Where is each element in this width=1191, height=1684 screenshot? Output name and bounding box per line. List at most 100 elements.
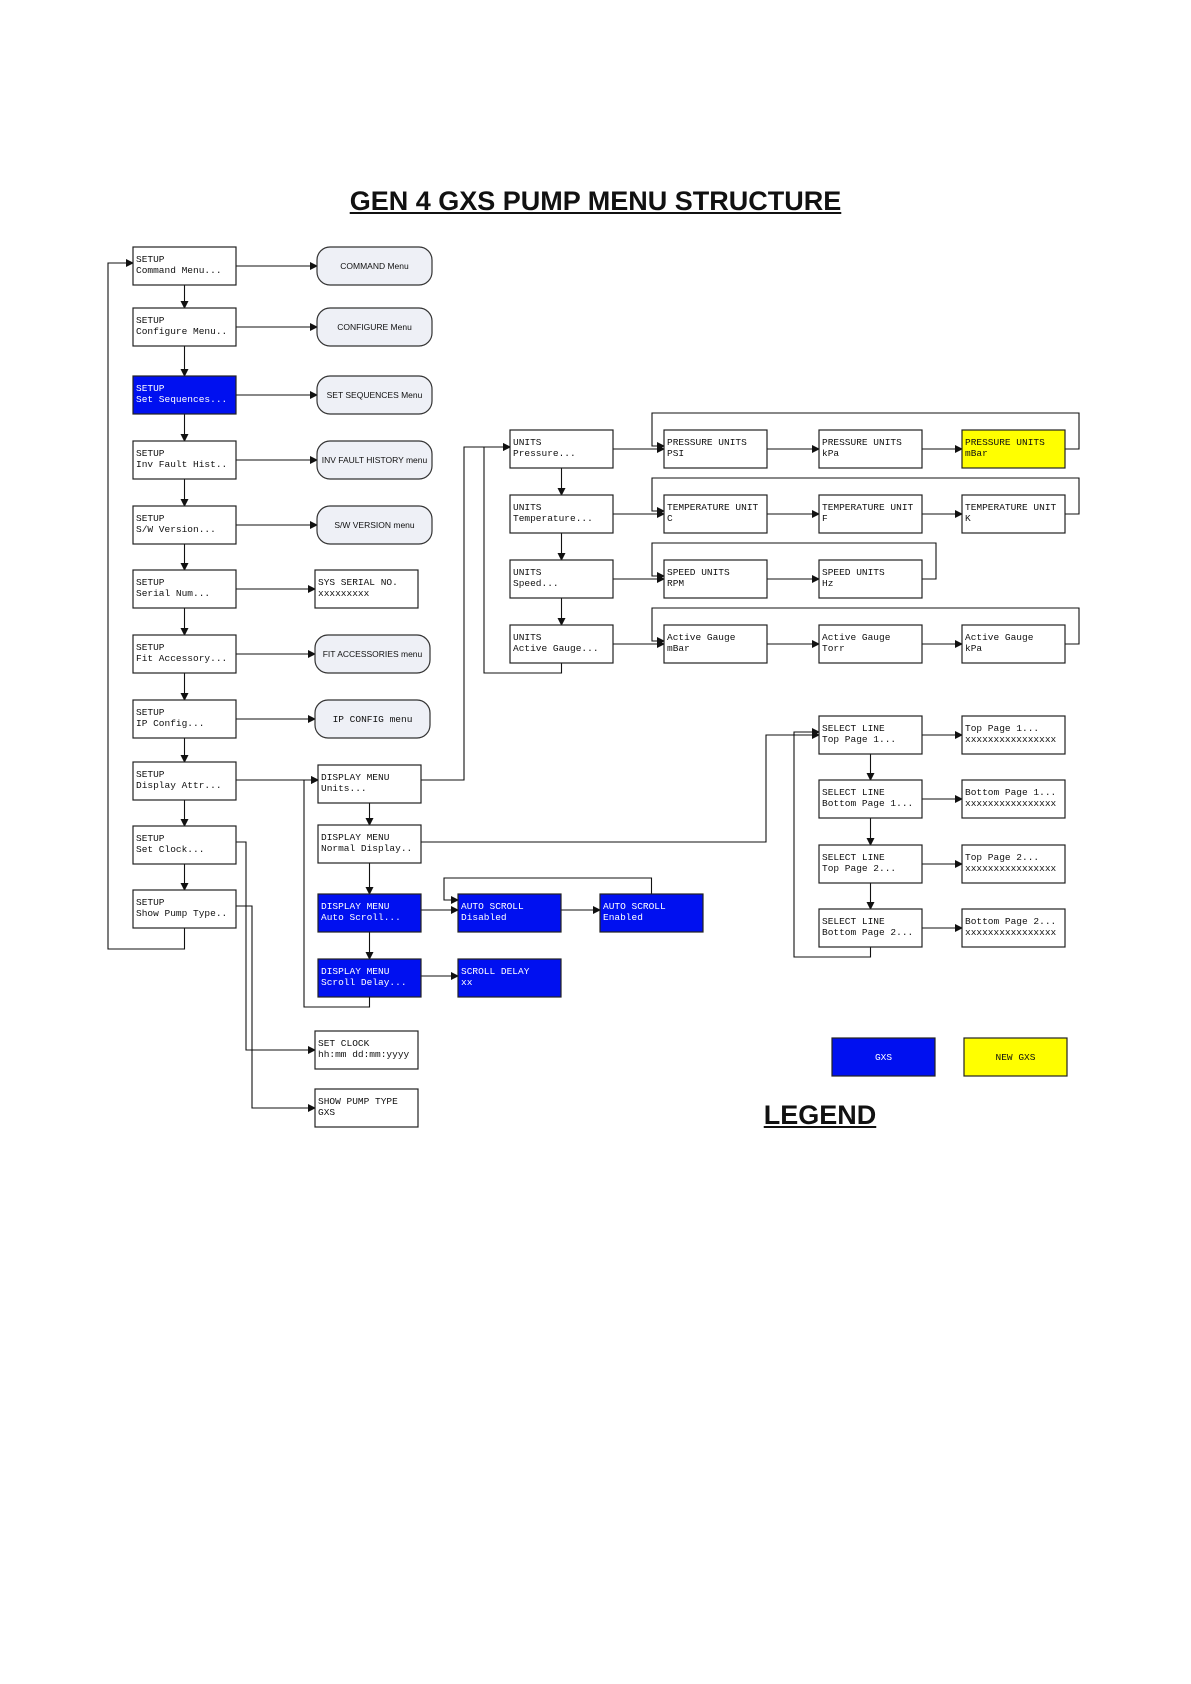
- select-line-l2-line-1: SELECT LINE: [822, 787, 885, 798]
- select-line-l1-frame: [818, 715, 923, 755]
- setup-box-s3-line-2: Set Sequences...: [136, 394, 227, 405]
- unit-option-o42-line-2: Torr: [822, 643, 845, 654]
- submenu-p3-frame: [316, 375, 433, 415]
- submenu-p5-label: S/W VERSION menu: [334, 520, 415, 530]
- legend-swatch: [831, 1037, 936, 1077]
- unit-option-o43-line-2: kPa: [965, 643, 982, 654]
- submenu-p7-label: FIT ACCESSORIES menu: [323, 649, 423, 659]
- submenu-p8-frame: [314, 699, 431, 739]
- setup-box-s1-line-2: Command Menu...: [136, 265, 222, 276]
- setup-box-s2-line-1: SETUP: [136, 315, 165, 326]
- unit-option-o23-frame: [961, 494, 1066, 534]
- setup-box-s8-line-1: SETUP: [136, 707, 165, 718]
- set-clock-arrow: [236, 841, 316, 1054]
- normal-display-arrow: [421, 731, 820, 843]
- units-link-arrow: [421, 443, 511, 781]
- auto-scroll-a2-line-1: AUTO SCROLL: [603, 901, 666, 912]
- submenu-p6-line-2: xxxxxxxxx: [318, 588, 370, 599]
- unit-option-o21-line-1: TEMPERATURE UNIT: [667, 502, 759, 513]
- units-menu-u1-line-1: UNITS: [513, 437, 542, 448]
- setup-box-s2-line-2: Configure Menu..: [136, 326, 227, 337]
- page-line-g4-line-1: Bottom Page 2...: [965, 916, 1056, 927]
- unit-option-o22-line-2: F: [822, 513, 828, 524]
- unit-option-o43-frame: [961, 624, 1066, 664]
- unit-option-o13-line-1: PRESSURE UNITS: [965, 437, 1045, 448]
- page-title: GEN 4 GXS PUMP MENU STRUCTURE: [349, 186, 842, 216]
- unit-option-o23-line-1: TEMPERATURE UNIT: [965, 502, 1057, 513]
- page-line-g1-frame: [961, 715, 1066, 755]
- select-line-loop-arrow: [793, 728, 872, 958]
- submenu-p2-frame: [316, 307, 433, 347]
- setup-box-s11-line-1: SETUP: [136, 897, 165, 908]
- select-line-l4-line-2: Bottom Page 2...: [822, 927, 913, 938]
- display-menu-d4-frame: [317, 958, 422, 998]
- submenu-p4: INV FAULT HISTORY menu: [316, 440, 433, 480]
- unit-option-o41-frame: [663, 624, 768, 664]
- unit-option-o31-frame: [663, 559, 768, 599]
- unit-option-o23-line-2: K: [965, 513, 971, 524]
- unit-option-loop-arrow: [651, 412, 1080, 450]
- submenu-clk-frame: [314, 1030, 419, 1070]
- setup-box-s10-frame: [132, 825, 237, 865]
- display-menu-d1-frame: [317, 764, 422, 804]
- submenu-clk-line-1: SET CLOCK: [318, 1038, 370, 1049]
- unit-option-o12-line-2: kPa: [822, 448, 839, 459]
- submenu-p6-line-1: SYS SERIAL NO.: [318, 577, 398, 588]
- unit-option-loop-arrow: [651, 542, 937, 580]
- display-menu-d3-frame: [317, 893, 422, 933]
- display-menu-d1: DISPLAY MENUUnits...: [317, 764, 422, 804]
- auto-scroll-a1-line-2: Disabled: [461, 912, 507, 923]
- units-menu-u1-line-2: Pressure...: [513, 448, 576, 459]
- auto-scroll-a1-frame: [457, 893, 562, 933]
- units-menu-u1-frame: [509, 429, 614, 469]
- page-line-g3-line-1: Top Page 2...: [965, 852, 1039, 863]
- unit-option-o32-frame: [818, 559, 923, 599]
- submenu-p6: SYS SERIAL NO.xxxxxxxxx: [314, 569, 419, 609]
- setup-box-s8-frame: [132, 699, 237, 739]
- units-menu-u2-line-1: UNITS: [513, 502, 542, 513]
- submenu-p7-frame: [314, 634, 431, 674]
- setup-box-s5-line-2: S/W Version...: [136, 524, 216, 535]
- select-line-l3-line-1: SELECT LINE: [822, 852, 885, 863]
- unit-option-o41-line-1: Active Gauge: [667, 632, 736, 643]
- submenu-p5-frame: [316, 505, 433, 545]
- page-line-g1-line-2: xxxxxxxxxxxxxxxx: [965, 734, 1057, 745]
- units-menu-u1: UNITSPressure...: [509, 429, 614, 469]
- setup-box-s7-frame: [132, 634, 237, 674]
- legend-label: GXS: [875, 1052, 892, 1063]
- setup-box-s9-line-1: SETUP: [136, 769, 165, 780]
- page-line-g2-line-1: Bottom Page 1...: [965, 787, 1056, 798]
- page-line-g3: Top Page 2...xxxxxxxxxxxxxxxx: [961, 844, 1066, 884]
- legend-label: NEW GXS: [996, 1052, 1036, 1063]
- auto-scroll-a2-frame: [599, 893, 704, 933]
- setup-box-s6-line-1: SETUP: [136, 577, 165, 588]
- unit-option-o21-line-2: C: [667, 513, 673, 524]
- units-menu-u2: UNITSTemperature...: [509, 494, 614, 534]
- unit-option-o21-frame: [663, 494, 768, 534]
- page-line-g1: Top Page 1...xxxxxxxxxxxxxxxx: [961, 715, 1066, 755]
- unit-option-o13-line-2: mBar: [965, 448, 988, 459]
- page-line-g3-frame: [961, 844, 1066, 884]
